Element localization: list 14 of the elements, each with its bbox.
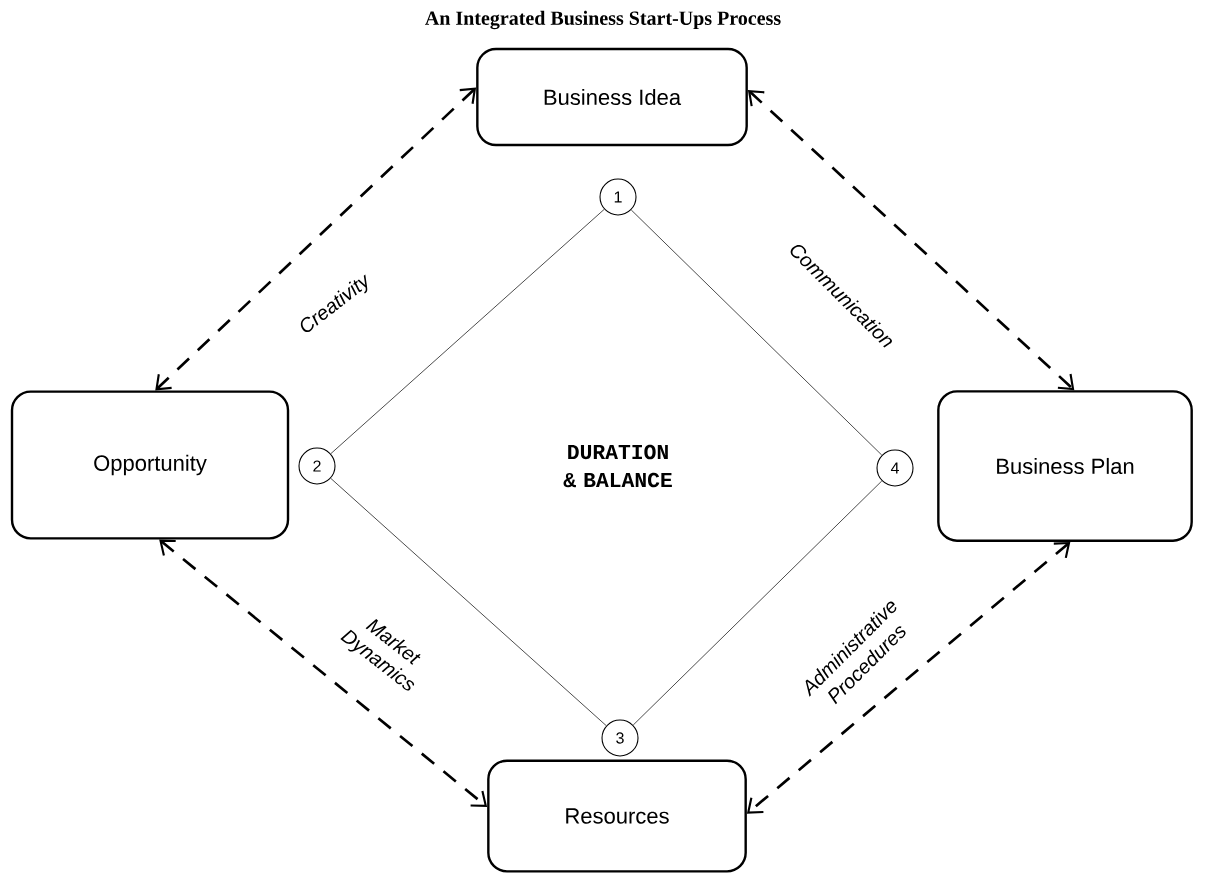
process-box: Business Plan	[937, 390, 1193, 542]
connector-line	[330, 477, 607, 727]
arrow	[155, 87, 477, 391]
process-box: Resources	[487, 759, 747, 873]
arrow	[159, 539, 488, 807]
connector-line	[632, 480, 883, 726]
connector-line	[330, 208, 605, 455]
center-label: DURATION & BALANCE	[563, 444, 672, 488]
connector-line	[630, 209, 883, 456]
process-box: Opportunity	[10, 390, 290, 540]
process-box: Business Idea	[476, 47, 748, 147]
arrow	[746, 541, 1071, 814]
title: An Integrated Business Start-Ups Process	[425, 10, 781, 30]
arrow	[747, 89, 1075, 391]
